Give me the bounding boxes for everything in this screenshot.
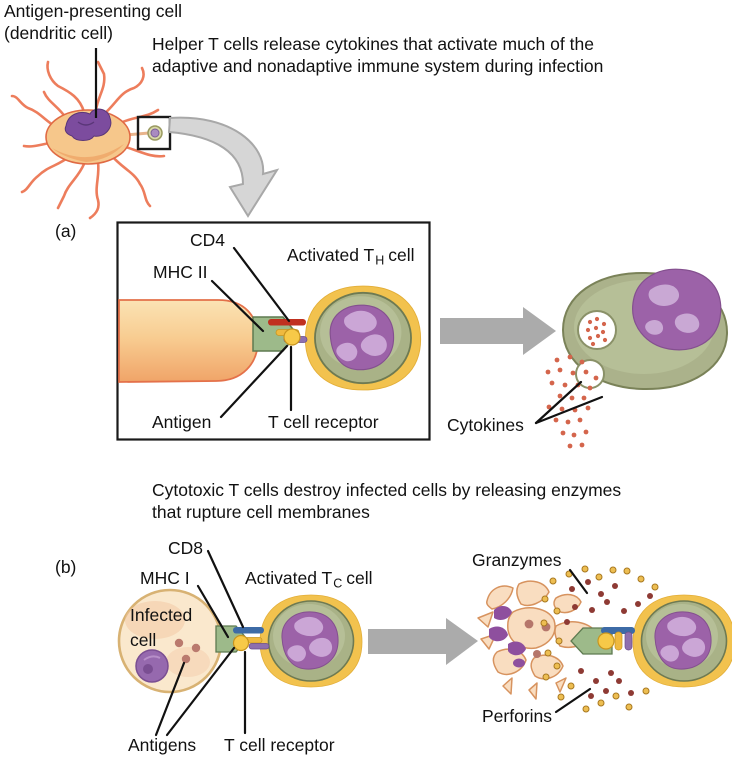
tcr-yellow-bar-right [614, 631, 623, 651]
activated-th-cell [304, 285, 422, 391]
infected-label-line2: cell [130, 630, 156, 650]
antigen-label: Antigen [152, 412, 211, 432]
cd8-label: CD8 [168, 538, 203, 558]
panel-a-tag: (a) [55, 221, 76, 241]
panel-b-right-group: Granzymes Perforins [472, 550, 732, 726]
apc-title-line1: Antigen-presenting cell [4, 1, 182, 21]
right-arrow-icon-a [440, 307, 556, 355]
apc-title-line2: (dendritic cell) [4, 23, 113, 43]
panel-b-tag: (b) [55, 557, 76, 577]
helper-caption: Helper T cells release cytokines that ac… [152, 34, 603, 76]
antigen-dots [174, 638, 201, 664]
panel-a-leader-lines [210, 246, 293, 419]
right-arrow-icon-b [368, 618, 478, 665]
tcr-purple-bar-b [248, 643, 270, 650]
cytokines-label: Cytokines [447, 415, 524, 435]
cytokine-cell: Cytokines [447, 268, 729, 449]
infected-label-line1: Infected [130, 605, 192, 625]
antigen-molecule-right [597, 632, 615, 650]
antigen-molecule-b [232, 634, 250, 652]
helper-caption-line2: adaptive and nonadaptive immune system d… [152, 56, 603, 76]
released-cytokine-dots [545, 354, 599, 449]
cytotoxic-caption: Cytotoxic T cells destroy infected cells… [152, 480, 621, 522]
cytokines-leader-lines [534, 380, 604, 425]
cytokine-cell-nucleus [632, 268, 722, 351]
antigen-dots-ruptured [524, 619, 551, 658]
helper-caption-line1: Helper T cells release cytokines that ac… [152, 34, 594, 54]
activated-tc-cell [259, 594, 363, 688]
antigens-label: Antigens [128, 735, 196, 755]
cytotoxic-caption-line1: Cytotoxic T cells destroy infected cells… [152, 480, 621, 500]
mhc1-label: MHC I [140, 568, 190, 588]
mhc2-label: MHC II [153, 262, 207, 282]
cytokine-dots-in-vesicle [585, 316, 608, 347]
tcr-purple-bar-right [624, 631, 633, 651]
panel-b-leader-lines [154, 549, 247, 737]
apc-title: Antigen-presenting cell (dendritic cell) [4, 1, 182, 43]
cytokine-vesicle [577, 310, 617, 350]
perforins-label: Perforins [482, 706, 552, 726]
tcr-label-a: T cell receptor [268, 412, 379, 432]
cd4-molecule [268, 319, 306, 326]
apc-arm [118, 299, 259, 383]
right-leader-lines [554, 568, 592, 714]
nucleus-fragments [489, 606, 526, 668]
dendrites [10, 60, 166, 220]
cd8-molecule [233, 627, 264, 634]
curved-arrow-icon [167, 116, 280, 218]
granzymes-label: Granzymes [472, 550, 562, 570]
cell-body-shading [52, 144, 124, 162]
dendritic-cell-illustration [10, 60, 172, 220]
tcr-label-b: T cell receptor [224, 735, 335, 755]
cytotoxic-caption-line2: that rupture cell membranes [152, 502, 370, 522]
cd4-label: CD4 [190, 230, 225, 250]
activated-tc-cell-right [632, 594, 732, 688]
antigen-molecule [283, 328, 301, 346]
